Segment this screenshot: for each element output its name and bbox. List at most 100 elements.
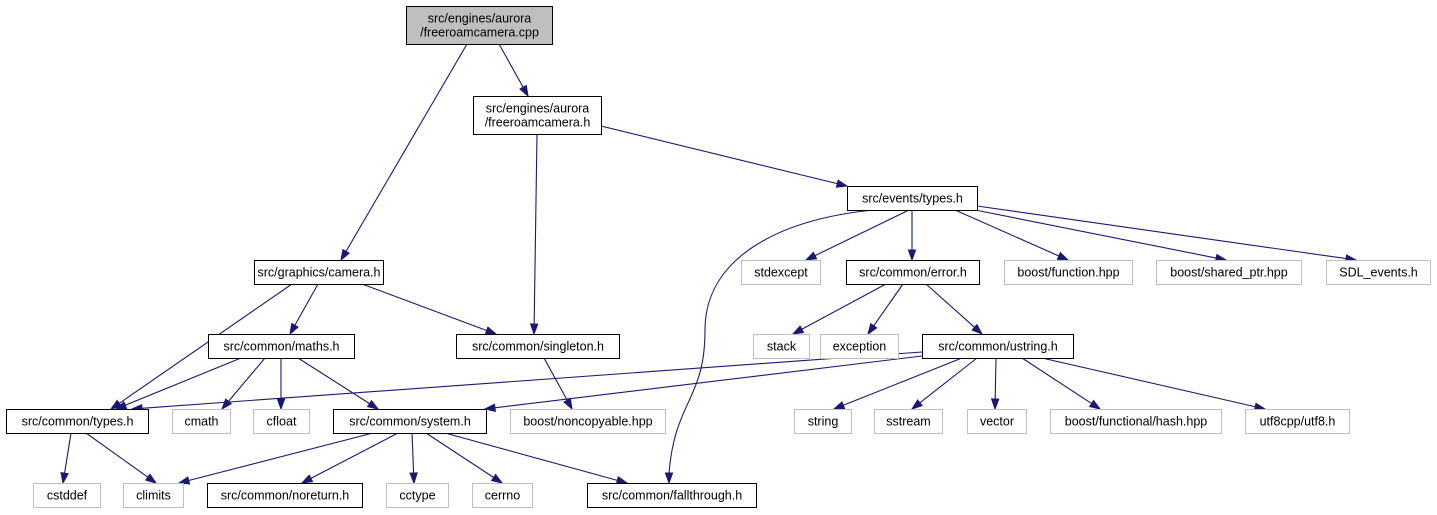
edge-arrowhead [835,179,849,188]
node-stdexcept: stdexcept [741,260,821,285]
node-label: src/common/noreturn.h [221,489,350,503]
node-label: cerrno [485,489,520,503]
edge-common-system-h-to-cctype [409,432,418,485]
node-box [333,409,487,434]
node-label: src/common/singleton.h [472,340,604,354]
edge-arrowhead [300,474,314,484]
edge-arrowhead [144,473,158,484]
node-climits: climits [123,483,184,508]
node-common-maths-h[interactable]: src/common/maths.h [208,334,355,359]
edge-arrowhead [664,472,674,485]
edge-events-types-h-to-stdexcept [804,209,910,261]
node-box [922,334,1074,359]
node-common-noreturn-h[interactable]: src/common/noreturn.h [207,483,363,508]
node-box [123,483,184,508]
edge-common-types-h-to-climits [85,432,158,484]
node-events-types-h[interactable]: src/events/types.h [847,186,978,211]
node-box [208,334,355,359]
edge-layer [60,43,1358,485]
node-stack: stack [753,334,810,359]
edge-arrowhead [289,322,299,336]
node-sstream: sstream [874,409,943,434]
node-freeroamcamera-h[interactable]: src/engines/aurora/freeroamcamera.h [473,96,602,135]
edge-arrowhead [60,471,69,485]
node-box [472,483,533,508]
edge-arrowhead [519,84,529,98]
edge-arrowhead [910,399,923,410]
edge-graphics-camera-h-to-common-maths-h [289,283,319,336]
node-common-types-h[interactable]: src/common/types.h [6,409,149,434]
node-box [172,409,231,434]
edge-arrowhead [1056,251,1070,261]
node-cmath: cmath [172,409,231,434]
node-label: src/common/error.h [859,266,967,280]
node-box [253,409,310,434]
node-sdl-events-h: SDL_events.h [1326,260,1431,285]
node-box [587,483,757,508]
node-box [967,409,1027,434]
node-label: climits [136,489,171,503]
edge-arrowhead [804,251,818,261]
edge-arrowhead [615,476,629,485]
edge-common-system-h-to-common-noreturn-h [300,432,399,484]
edge-common-error-h-to-stack [791,283,887,335]
edge-common-maths-h-to-cfloat [276,358,286,411]
node-common-error-h[interactable]: src/common/error.h [846,260,980,285]
node-box [386,483,449,508]
edge-common-system-h-to-climits [177,432,374,485]
node-label: src/events/types.h [862,192,963,206]
node-box [473,96,602,135]
node-common-fallthrough-h[interactable]: src/common/fallthrough.h [587,483,757,508]
edge-arrowhead [114,401,128,410]
edge-arrowhead [832,401,846,410]
edge-arrowhead [1088,399,1102,410]
node-box [1004,260,1133,285]
node-cstddef: cstddef [33,483,101,508]
edge-common-ustring-h-to-common-system-h [483,355,923,413]
node-graphics-camera-h[interactable]: src/graphics/camera.h [254,260,384,285]
node-label: stack [767,340,797,354]
node-label: cfloat [267,415,297,429]
node-label: string [808,415,839,429]
edge-common-maths-h-to-cmath [221,357,266,411]
edge-common-system-h-to-cerrno [425,432,504,484]
edge-common-system-h-to-common-fallthrough-h [444,432,629,485]
node-label: src/common/maths.h [223,340,339,354]
node-exception: exception [820,334,899,359]
edge-freeroamcamera-cpp-to-freeroamcamera-h [498,43,529,98]
node-layer: src/engines/aurora/freeroamcamera.cpp src… [6,6,1431,508]
node-freeroamcamera-cpp[interactable]: src/engines/aurora/freeroamcamera.cpp [406,6,553,45]
edge-arrowhead [529,323,539,336]
edge-events-types-h-to-common-error-h [907,210,917,262]
node-box [846,260,980,285]
node-label: exception [833,340,887,354]
node-string: string [794,409,852,434]
edge-common-types-h-to-cstddef [60,432,72,485]
edge-arrowhead [483,403,496,413]
edge-common-ustring-h-to-vector [990,357,1000,411]
node-label: cmath [184,415,218,429]
node-box [33,483,101,508]
edge-arrowhead [990,398,1000,411]
edge-arrowhead [177,476,191,485]
node-label: /freeroamcamera.cpp [420,26,539,40]
node-common-system-h[interactable]: src/common/system.h [333,409,487,434]
node-boost-functional-hash-hpp: boost/functional/hash.hpp [1050,409,1222,434]
edge-arrowhead [276,398,286,411]
node-box [874,409,943,434]
node-boost-shared-ptr-hpp: boost/shared_ptr.hpp [1156,260,1302,285]
node-box [510,409,666,434]
edge-arrowhead [791,325,805,335]
node-box [741,260,821,285]
node-label: boost/function.hpp [1017,266,1119,280]
node-label: sstream [886,415,930,429]
edge-arrowhead [221,398,233,411]
edge-events-types-h-to-boost-function-hpp [954,209,1070,261]
node-label: cctype [399,489,435,503]
node-common-singleton-h[interactable]: src/common/singleton.h [456,334,620,359]
node-boost-function-hpp: boost/function.hpp [1004,260,1133,285]
node-box [254,260,384,285]
node-common-ustring-h[interactable]: src/common/ustring.h [922,334,1074,359]
node-label: /freeroamcamera.h [485,116,591,130]
